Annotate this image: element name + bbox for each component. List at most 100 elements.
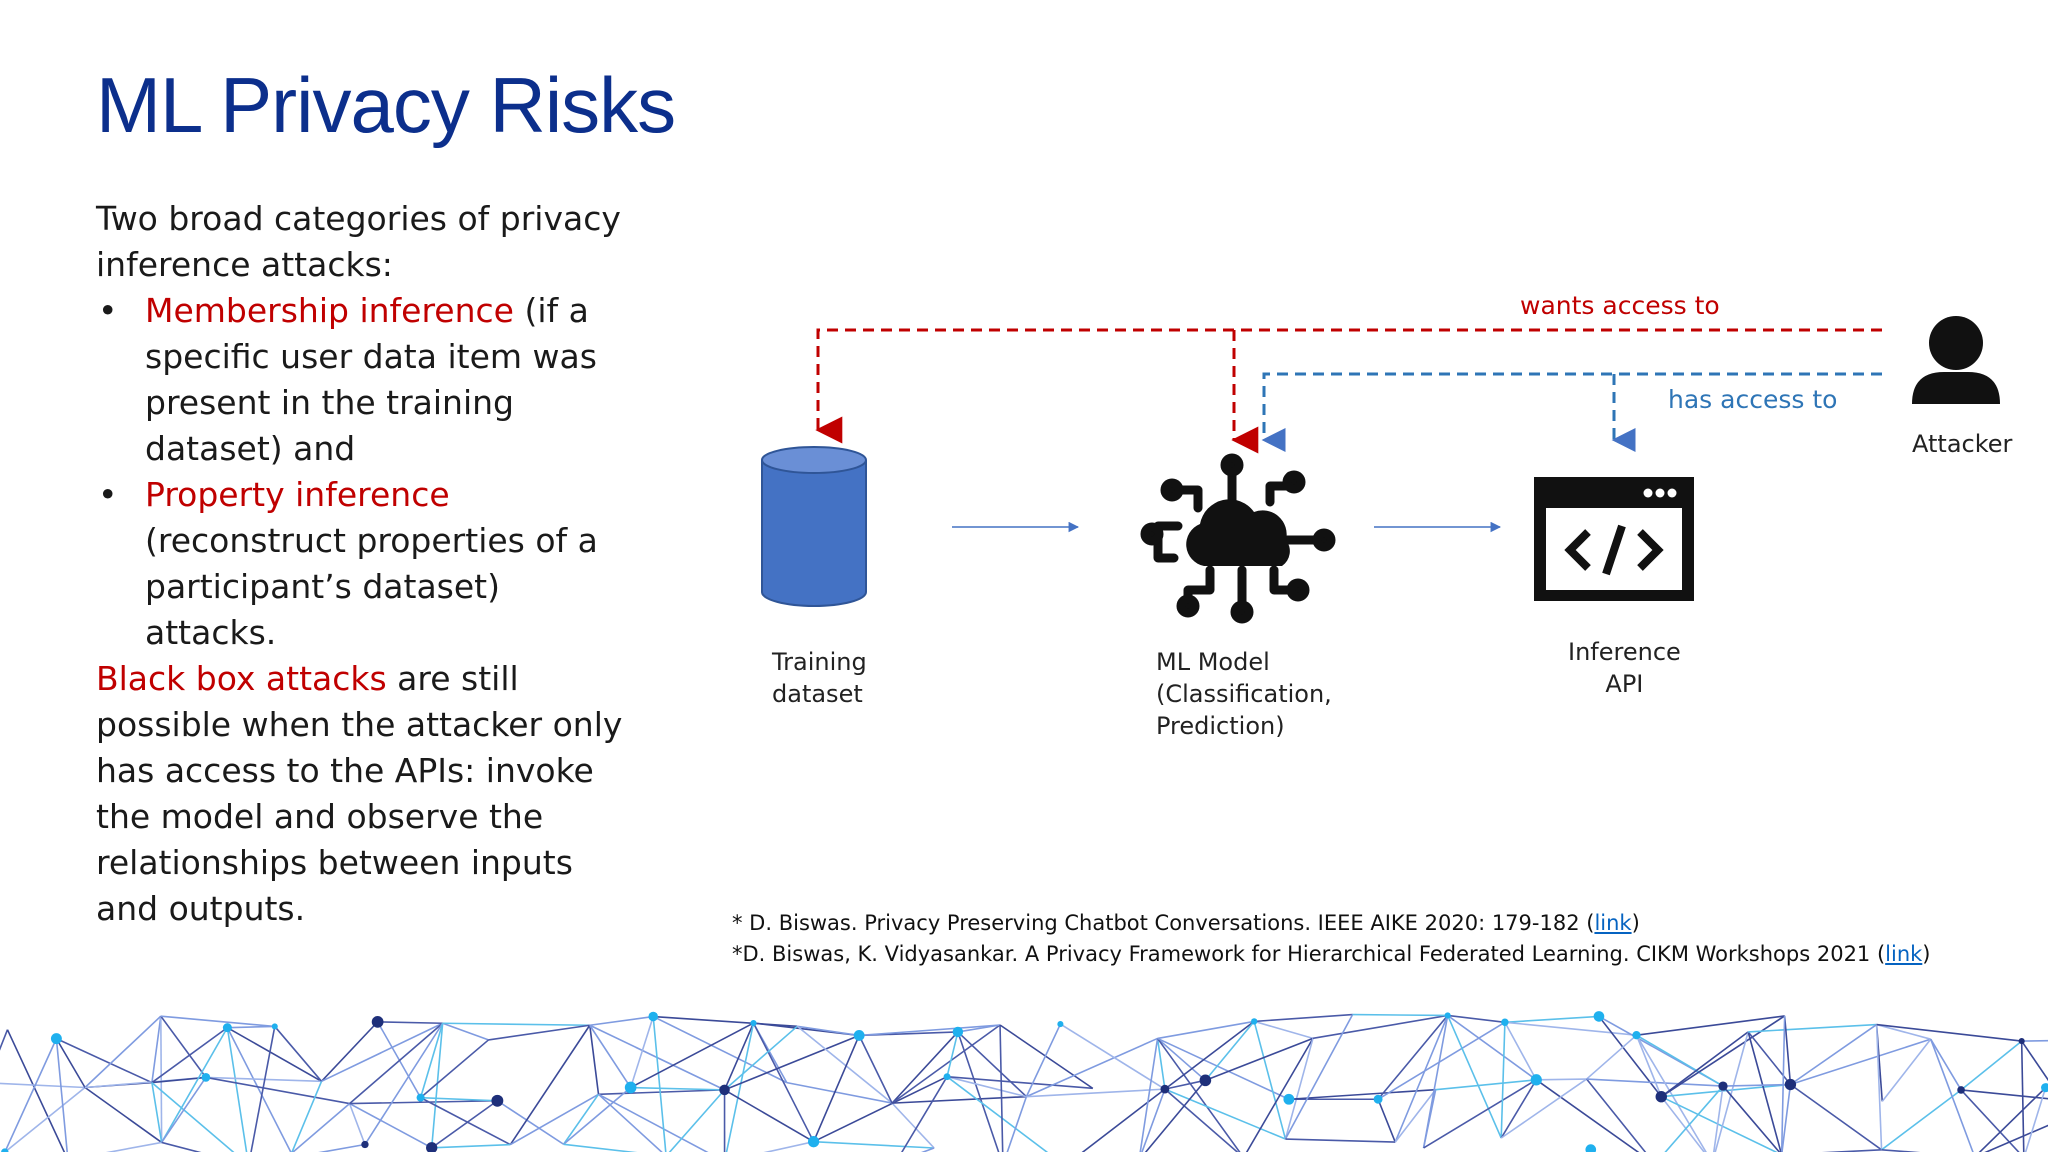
network-node xyxy=(491,1094,504,1107)
network-line xyxy=(430,1023,444,1148)
network-line xyxy=(891,1102,935,1149)
network-line xyxy=(597,1093,663,1152)
blackbox-highlight: Black box attacks xyxy=(96,659,387,698)
network-line xyxy=(1006,1096,1028,1152)
network-node xyxy=(50,1033,62,1045)
network-line xyxy=(1377,1021,1506,1100)
network-line xyxy=(1164,1020,1255,1090)
network-node xyxy=(1283,1093,1295,1105)
network-line xyxy=(488,1024,590,1041)
network-line xyxy=(55,1038,86,1088)
network-line xyxy=(420,1039,489,1099)
network-line xyxy=(105,1141,162,1152)
reference-1-link[interactable]: link xyxy=(1594,911,1632,935)
bullet-membership-inference: Membership inference (if a specific user… xyxy=(96,288,636,472)
network-line xyxy=(1447,1014,1505,1024)
network-line xyxy=(205,1076,322,1083)
network-line xyxy=(1586,1034,1638,1080)
network-line xyxy=(1635,1034,1663,1097)
reference-2-link[interactable]: link xyxy=(1885,942,1923,966)
network-line xyxy=(629,1016,654,1088)
network-node xyxy=(1199,1074,1212,1087)
network-line xyxy=(431,1100,498,1149)
network-line xyxy=(1156,1037,1241,1152)
network-node xyxy=(1501,1018,1509,1027)
network-line xyxy=(1876,1023,1931,1040)
network-line xyxy=(813,1075,948,1143)
network-line xyxy=(1025,1023,1062,1097)
slide-title: ML Privacy Risks xyxy=(96,61,676,149)
network-node xyxy=(807,1136,820,1148)
network-line xyxy=(920,1147,935,1152)
network-line xyxy=(1435,1079,1537,1091)
network-line xyxy=(1157,1037,1206,1081)
references: * D. Biswas. Privacy Preserving Chatbot … xyxy=(732,908,1931,970)
network-line xyxy=(1881,1149,1921,1152)
network-line xyxy=(892,1095,1027,1104)
network-line xyxy=(1660,1031,1749,1098)
network-node xyxy=(1530,1074,1542,1086)
network-line xyxy=(420,1096,511,1146)
property-inference-text: (reconstruct properties of a participant… xyxy=(145,521,598,652)
network-node xyxy=(1251,1018,1258,1025)
network-line xyxy=(1504,1021,1637,1036)
network-line xyxy=(588,1025,600,1095)
network-line xyxy=(1422,1089,1437,1149)
network-line xyxy=(598,1093,709,1152)
has-access-connector xyxy=(1261,372,1882,452)
network-line xyxy=(1081,1088,1166,1152)
network-line xyxy=(2021,1040,2048,1082)
network-line xyxy=(0,1029,9,1051)
model-label-line3: Prediction) xyxy=(1156,712,1285,740)
wants-access-label: wants access to xyxy=(1520,291,1720,320)
network-node xyxy=(361,1140,369,1149)
network-line xyxy=(1500,1079,1537,1139)
network-line xyxy=(1423,1079,1537,1149)
network-line xyxy=(151,1076,206,1084)
network-node xyxy=(750,1020,757,1027)
network-line xyxy=(349,1102,433,1149)
network-line xyxy=(4,1038,58,1152)
network-line xyxy=(161,1141,202,1152)
network-line xyxy=(1157,1020,1255,1040)
network-line xyxy=(320,1021,379,1082)
network-line xyxy=(1781,1084,1792,1152)
network-line xyxy=(151,1026,228,1084)
network-line xyxy=(1960,1089,2020,1152)
network-line xyxy=(151,1016,162,1083)
property-inference-highlight: Property inference xyxy=(145,475,450,514)
network-line xyxy=(752,1022,815,1143)
network-line xyxy=(946,1075,1093,1090)
network-line xyxy=(946,1075,1027,1098)
network-node xyxy=(222,1023,232,1033)
network-line xyxy=(509,1093,599,1146)
network-line xyxy=(797,1025,860,1037)
attack-list: Membership inference (if a specific user… xyxy=(96,288,636,656)
network-node xyxy=(426,1142,438,1152)
reference-1: * D. Biswas. Privacy Preserving Chatbot … xyxy=(732,908,1931,939)
network-line xyxy=(786,1081,893,1104)
network-node xyxy=(416,1093,425,1102)
network-line xyxy=(151,1082,163,1143)
network-line xyxy=(496,1100,565,1145)
network-line xyxy=(946,1031,959,1077)
network-node xyxy=(1718,1081,1728,1091)
network-line xyxy=(84,1015,162,1089)
training-label-line2: dataset xyxy=(772,680,863,708)
network-line xyxy=(1500,1078,1588,1139)
network-line xyxy=(1635,1034,1707,1152)
network-node xyxy=(1784,1078,1797,1091)
network-line xyxy=(1144,1079,1206,1152)
network-line xyxy=(589,1024,632,1088)
network-line xyxy=(1747,1031,1782,1152)
network-node xyxy=(1632,1031,1641,1040)
network-line xyxy=(1881,1038,1932,1102)
network-line xyxy=(1254,1013,1353,1023)
network-line xyxy=(1929,1038,1974,1152)
network-line xyxy=(1714,1031,1749,1152)
network-line xyxy=(1789,1023,1878,1086)
training-label-line1: Training xyxy=(772,648,867,676)
network-line xyxy=(999,1024,1094,1090)
network-line xyxy=(901,1076,948,1152)
network-line xyxy=(226,1026,322,1082)
